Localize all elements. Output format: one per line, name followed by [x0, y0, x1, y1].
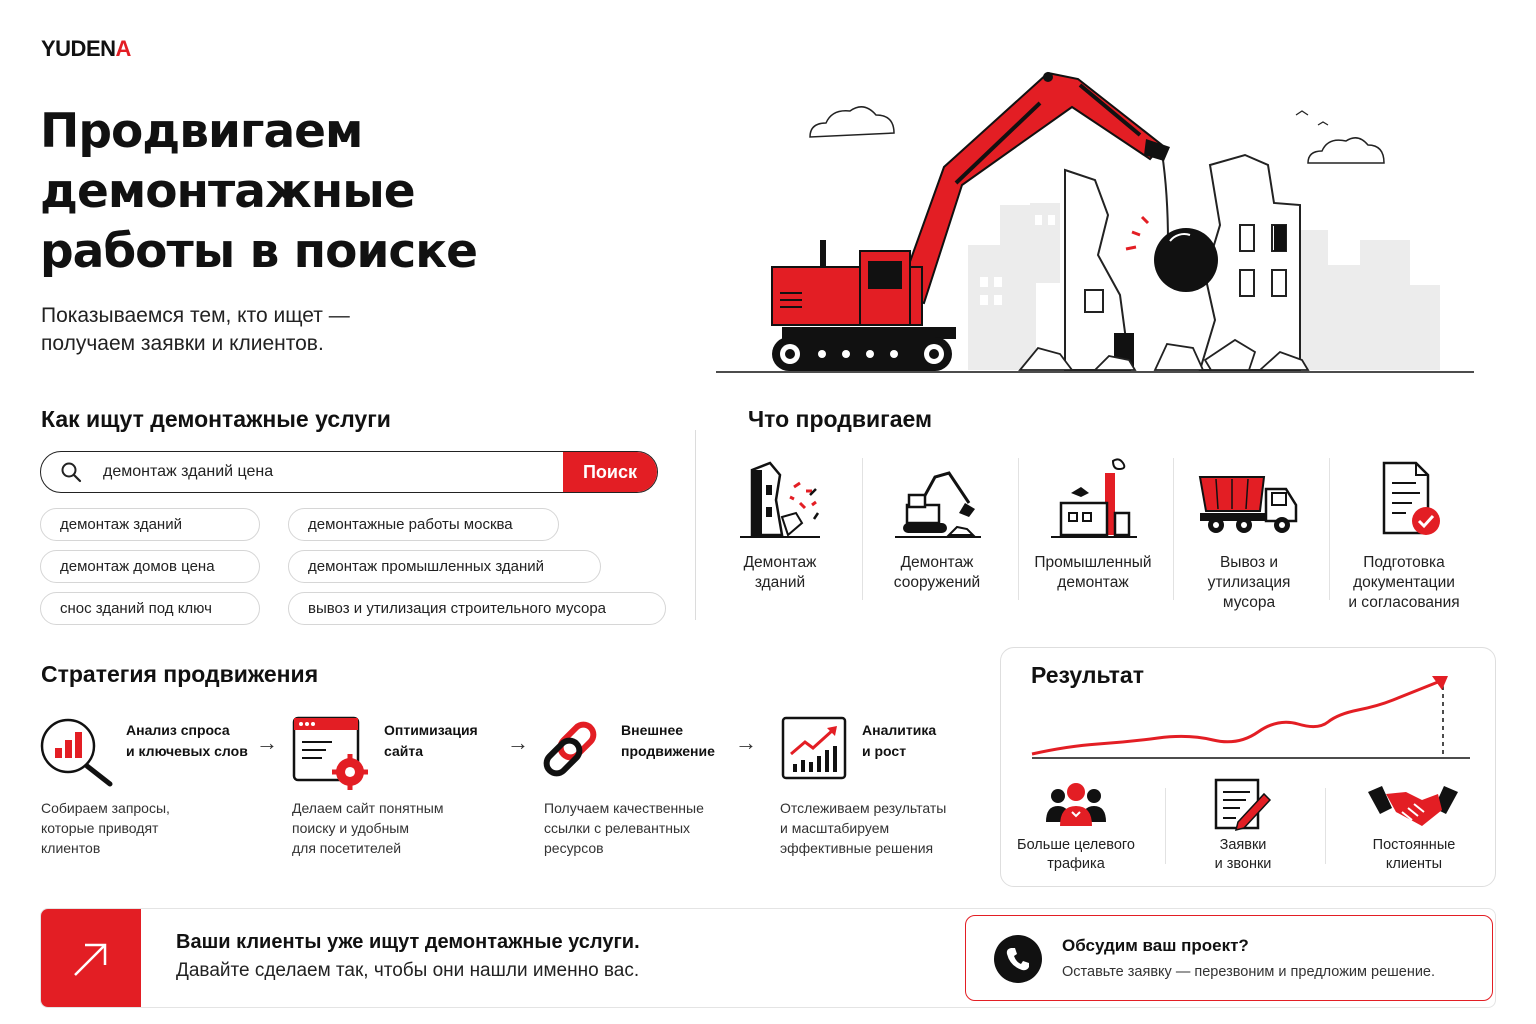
- result-panel: [1000, 647, 1496, 887]
- document-check-icon: [1382, 461, 1440, 535]
- contact-card[interactable]: Обсудим ваш проект? Оставьте заявку — пе…: [965, 915, 1493, 1001]
- search-chip[interactable]: демонтаж домов цена: [40, 550, 260, 583]
- cta-subtitle: Давайте сделаем так, чтобы они нашли име…: [176, 960, 640, 981]
- cta-banner: Ваши клиенты уже ищут демонтажные услуги…: [40, 908, 1496, 1008]
- analytics-magnifier-icon: [40, 718, 113, 787]
- dump-truck-icon: [1198, 476, 1298, 533]
- site-settings-icon: [292, 716, 368, 790]
- growth-chart-icon: [781, 716, 847, 780]
- search-input[interactable]: демонтаж зданий цена: [103, 463, 274, 480]
- step-arrow-icon: →: [507, 730, 529, 755]
- form-pen-icon: [1214, 778, 1272, 832]
- page-subtitle: Показываемся тем, кто ищет — получаем за…: [41, 304, 350, 355]
- contact-title: Обсудим ваш проект?: [1062, 936, 1249, 955]
- contact-subtitle: Оставьте заявку — перезвоним и предложим…: [1062, 964, 1436, 980]
- building-demolition-icon: [740, 461, 820, 538]
- strategy-heading: Стратегия продвижения: [41, 661, 319, 687]
- link-icon: [543, 721, 597, 777]
- audience-icon: [1046, 783, 1106, 826]
- excavator-icon: [895, 471, 981, 538]
- phone-icon[interactable]: [994, 935, 1042, 983]
- search-chip[interactable]: демонтажные работы москва: [288, 508, 559, 541]
- factory-icon: [1051, 458, 1137, 538]
- step-arrow-icon: →: [735, 730, 757, 755]
- step-arrow-icon: →: [256, 730, 278, 755]
- search-icon: [41, 452, 101, 492]
- brand-logo[interactable]: YUDENA: [41, 36, 131, 61]
- search-chip[interactable]: демонтаж промышленных зданий: [288, 550, 601, 583]
- handshake-icon: [1368, 786, 1458, 826]
- cta-title: Ваши клиенты уже ищут демонтажные услуги…: [176, 931, 640, 953]
- search-chip[interactable]: демонтаж зданий: [40, 508, 260, 541]
- excavator-demolition-illustration: [716, 71, 1474, 373]
- search-chip[interactable]: вывоз и утилизация строительного мусора: [288, 592, 666, 625]
- section-divider: [695, 430, 696, 620]
- growth-trend-graphic: [1031, 676, 1470, 759]
- search-button[interactable]: Поиск: [563, 452, 657, 492]
- search-chip[interactable]: снос зданий под ключ: [40, 592, 260, 625]
- search-bar[interactable]: демонтаж зданий цена Поиск: [40, 451, 658, 493]
- result-heading: Результат: [1031, 662, 1144, 688]
- page-title: Продвигаем демонтажные работы в поиске: [40, 104, 478, 279]
- search-section-heading: Как ищут демонтажные услуги: [41, 406, 391, 432]
- arrow-up-right-icon[interactable]: [41, 909, 141, 1007]
- services-heading: Что продвигаем: [748, 406, 932, 432]
